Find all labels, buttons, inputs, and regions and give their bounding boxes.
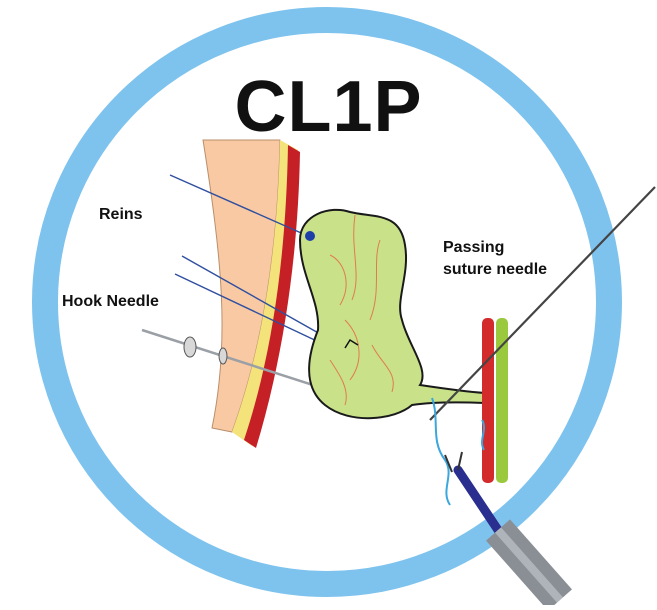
- artery-vessel: [482, 318, 494, 483]
- hook-needle-label: Hook Needle: [62, 293, 159, 311]
- passing-label-line-1: Passing: [443, 237, 547, 259]
- passing-suture-needle-label: Passing suture needle: [443, 237, 547, 281]
- suture-thread-1: [432, 398, 450, 505]
- suture-threads: [432, 398, 484, 505]
- fundus-grasp-point: [305, 231, 315, 241]
- hook-needle-collar: [219, 348, 227, 364]
- diagram-title: CL1P: [0, 66, 657, 148]
- grasper-shaft-highlight: [498, 530, 560, 600]
- vein-vessel: [496, 318, 508, 483]
- passing-label-line-2: suture needle: [443, 259, 547, 281]
- reins-label: Reins: [99, 206, 143, 224]
- hook-needle-grip: [184, 337, 196, 357]
